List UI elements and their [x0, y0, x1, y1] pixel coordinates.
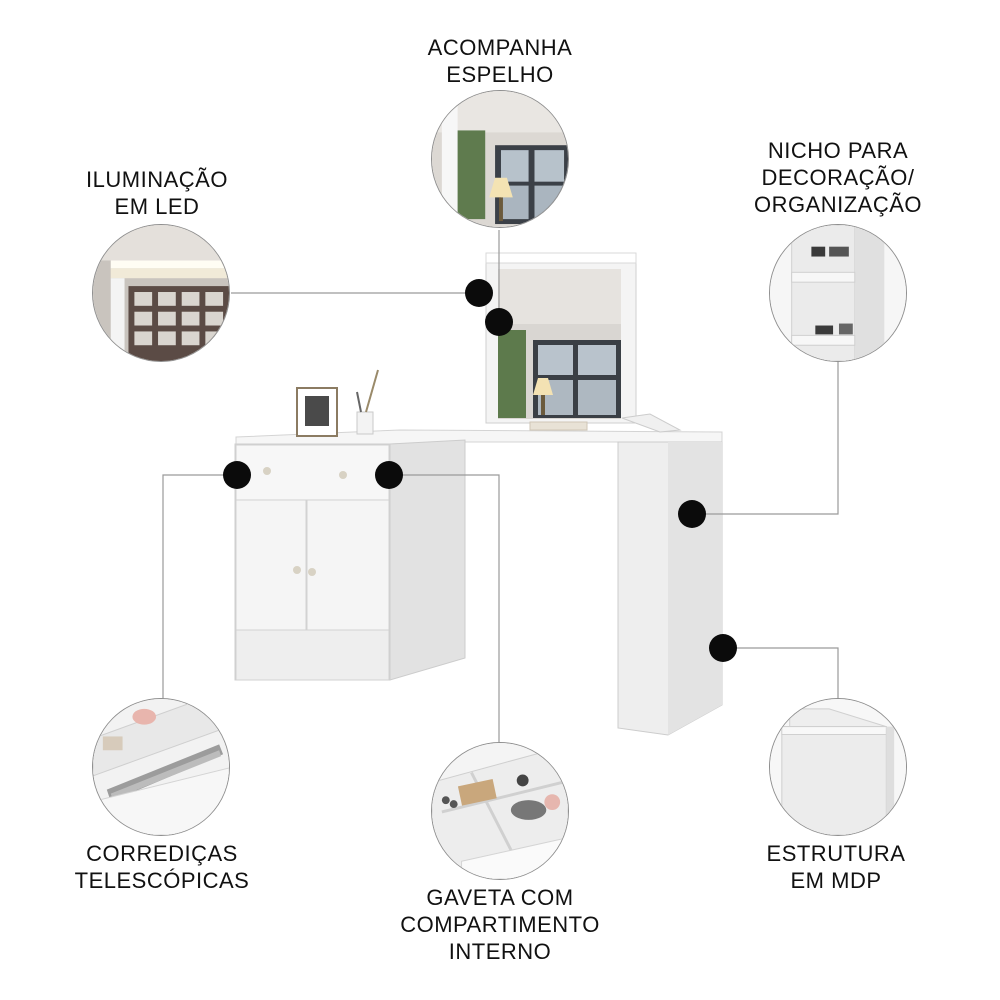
label-line: GAVETA COM: [426, 885, 574, 910]
label-drawer: GAVETA COM COMPARTIMENTO INTERNO: [384, 884, 616, 965]
label-line: INTERNO: [448, 939, 552, 964]
label-led: ILUMINAÇÃO EM LED: [57, 166, 257, 220]
led-detail-icon: [92, 224, 230, 362]
label-line: DECORAÇÃO/: [761, 165, 915, 190]
label-line: CORREDIÇAS: [86, 841, 238, 866]
dot-mdp: [709, 634, 737, 662]
leader-lines: [162, 230, 839, 742]
niche-detail-icon: [769, 224, 907, 362]
slides-detail-icon: [92, 698, 230, 836]
mdp-detail-icon: [769, 698, 907, 836]
cabinet: [234, 439, 466, 681]
label-mirror: ACOMPANHA ESPELHO: [400, 34, 600, 88]
label-niche: NICHO PARA DECORAÇÃO/ ORGANIZAÇÃO: [728, 137, 948, 218]
callout-dots: [223, 279, 737, 662]
label-line: ESPELHO: [446, 62, 554, 87]
label-line: TELESCÓPICAS: [74, 868, 250, 893]
drawer-detail-icon: [431, 742, 569, 880]
dot-led: [465, 279, 493, 307]
mirror: [485, 252, 637, 424]
dot-niche: [678, 500, 706, 528]
label-line: EM MDP: [790, 868, 882, 893]
label-slides: CORREDIÇAS TELESCÓPICAS: [52, 840, 272, 894]
label-line: ORGANIZAÇÃO: [753, 192, 923, 217]
label-line: ILUMINAÇÃO: [86, 167, 228, 192]
label-line: EM LED: [114, 194, 200, 219]
dot-drawer: [375, 461, 403, 489]
label-line: ESTRUTURA: [766, 841, 906, 866]
label-line: ACOMPANHA: [427, 35, 573, 60]
mirror-detail-icon: [431, 90, 569, 228]
label-mdp: ESTRUTURA EM MDP: [736, 840, 936, 894]
dot-mirror: [485, 308, 513, 336]
label-line: COMPARTIMENTO: [400, 912, 600, 937]
desk-decor: [296, 369, 682, 437]
label-line: NICHO PARA: [767, 138, 909, 163]
side-panel: [617, 441, 723, 736]
dot-slides: [223, 461, 251, 489]
